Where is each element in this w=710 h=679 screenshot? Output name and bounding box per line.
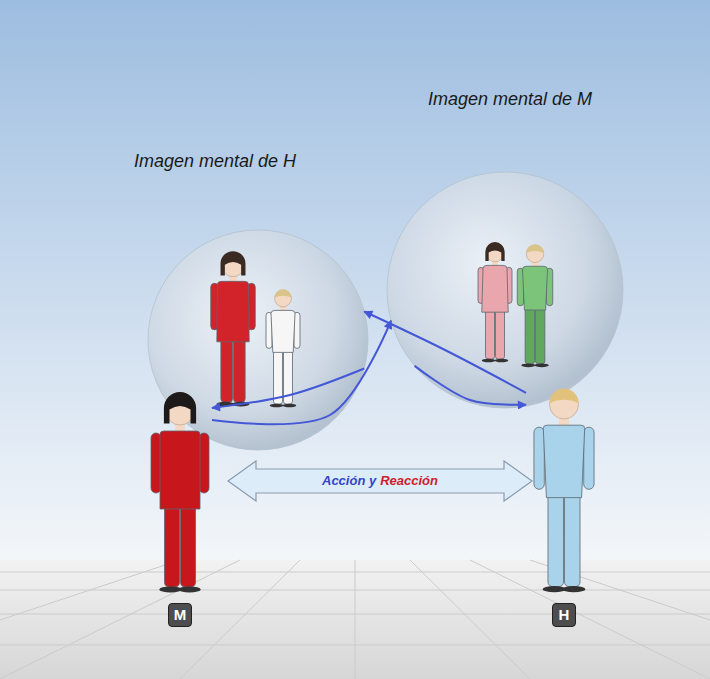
shoe <box>521 363 535 367</box>
grid-line <box>0 560 240 679</box>
hair <box>526 244 544 253</box>
mental-sphere <box>148 230 368 450</box>
torso <box>160 431 200 509</box>
grid-line <box>410 560 530 679</box>
leg <box>165 497 180 587</box>
figure <box>151 392 209 592</box>
leg <box>536 308 545 364</box>
arm <box>584 427 594 489</box>
leg <box>181 497 196 587</box>
mental-image-sphere: Imagen mental de M <box>385 88 627 413</box>
torso <box>217 281 249 341</box>
floor-grid <box>0 560 710 679</box>
node-outline <box>385 88 627 413</box>
sphere-heading: Imagen mental de H <box>134 150 296 172</box>
person-badge: M <box>168 603 193 627</box>
mental-sphere <box>387 172 623 408</box>
hair <box>275 289 292 297</box>
person-figure: M <box>148 395 212 627</box>
grid-line <box>180 560 300 679</box>
head <box>526 245 544 263</box>
shoe <box>495 359 509 363</box>
shoe <box>270 404 284 408</box>
leg <box>274 350 283 404</box>
figure <box>478 242 512 362</box>
hair <box>164 392 196 423</box>
node-outline <box>148 395 212 627</box>
figure <box>534 389 594 593</box>
grid-line <box>0 560 180 620</box>
torso <box>523 266 548 310</box>
sphere-heading: Imagen mental de M <box>428 88 592 110</box>
arrow-label: Reacción <box>380 473 438 489</box>
arm <box>199 433 209 493</box>
arm <box>534 427 544 489</box>
shoe <box>216 402 233 407</box>
node-outline <box>526 388 602 627</box>
leg <box>496 305 505 359</box>
leg <box>284 350 293 404</box>
leg <box>234 333 246 403</box>
arm <box>151 433 161 493</box>
torso <box>543 425 584 497</box>
torso <box>482 265 508 312</box>
hair <box>221 251 246 275</box>
hair <box>550 389 579 403</box>
leg <box>548 494 564 587</box>
arrow-label: Acción y <box>322 473 376 489</box>
floor <box>0 560 710 679</box>
hair <box>485 242 504 261</box>
shoe <box>535 363 549 367</box>
figure <box>211 251 256 406</box>
grid-line <box>355 560 356 679</box>
leg <box>221 333 233 403</box>
torso <box>271 310 295 352</box>
grid-line <box>470 560 710 679</box>
shoe <box>562 586 585 592</box>
shoe <box>482 359 496 363</box>
head <box>275 290 292 307</box>
person-badge: H <box>552 603 576 627</box>
shoe <box>283 404 297 408</box>
figure <box>517 244 553 367</box>
figure <box>266 289 300 407</box>
node-outline <box>228 461 532 501</box>
shoe <box>178 586 201 592</box>
leg <box>525 308 534 364</box>
shoe <box>232 402 249 407</box>
person-figure: H <box>526 388 602 627</box>
leg <box>565 494 581 587</box>
sky <box>0 0 710 560</box>
double-arrow-shape <box>228 461 532 501</box>
action-reaction-arrow: Acción yReacción <box>228 461 532 501</box>
leg <box>486 305 495 359</box>
